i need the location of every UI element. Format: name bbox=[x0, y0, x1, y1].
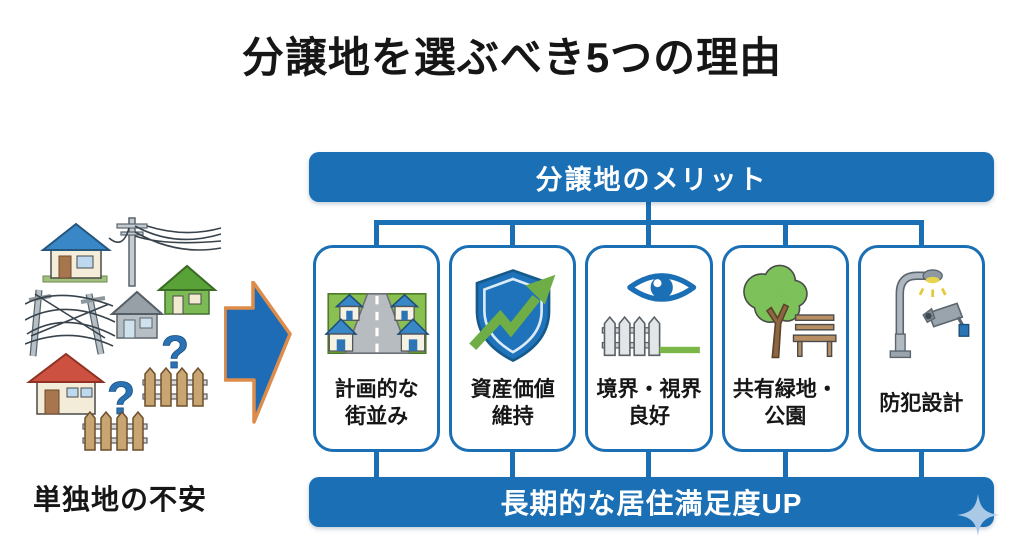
wood-fence-icon bbox=[142, 366, 208, 407]
merit-diagram: 分譲地のメリット bbox=[309, 152, 999, 536]
tree-and-bench-icon bbox=[743, 264, 837, 359]
security-camera-icon bbox=[922, 302, 970, 337]
merit-card-label: 境界・視界 良好 bbox=[596, 378, 702, 428]
connector-line bbox=[919, 220, 924, 247]
connector-line bbox=[374, 220, 379, 247]
merit-card-label: 計画的な 街並み bbox=[334, 378, 419, 428]
connector-line bbox=[510, 220, 515, 247]
eye-and-fence-icon bbox=[601, 273, 700, 357]
connector-line bbox=[510, 450, 515, 479]
merit-card-label: 資産価値 維持 bbox=[470, 378, 555, 428]
connector-line bbox=[919, 450, 924, 479]
connector-line bbox=[374, 220, 924, 225]
power-pole-icon bbox=[108, 217, 222, 287]
question-mark-icon: ? bbox=[107, 372, 135, 424]
left-caption: 単独地の不安 bbox=[32, 484, 207, 515]
standalone-land-illustration: ? ? bbox=[25, 217, 222, 451]
merit-card-planned-townscape: 計画的な 街並み bbox=[313, 245, 441, 452]
green-house-icon bbox=[156, 264, 218, 315]
connector-line bbox=[374, 450, 379, 479]
shield-growth-arrow-icon bbox=[469, 269, 556, 363]
blue-roof-house-icon bbox=[40, 222, 112, 283]
merit-card-asset-value: 資産価値 維持 bbox=[449, 245, 577, 452]
page-title: 分譲地を選ぶべき5つの理由 bbox=[241, 34, 783, 81]
gray-house-icon bbox=[109, 290, 165, 339]
tangled-power-lines-icon bbox=[25, 289, 116, 357]
planned-townscape-icon bbox=[323, 293, 430, 354]
red-roof-house-icon bbox=[26, 352, 106, 415]
merit-card-green-space: 共有緑地・ 公園 bbox=[721, 245, 849, 452]
bottom-banner: 長期的な居住満足度UP bbox=[309, 477, 999, 536]
merit-card-security-design: 防犯設計 bbox=[857, 245, 986, 452]
connector-line bbox=[646, 450, 651, 479]
merit-card-label: 共有緑地・ 公園 bbox=[732, 378, 838, 428]
streetlamp-security-camera-icon bbox=[889, 269, 970, 359]
connector-line bbox=[783, 450, 788, 479]
connector-line bbox=[783, 220, 788, 247]
merit-cards: 計画的な 街並み 資産価値 維持 bbox=[313, 245, 986, 452]
wood-fence-icon bbox=[82, 410, 148, 451]
bench-icon bbox=[792, 314, 837, 358]
top-banner: 分譲地のメリット bbox=[309, 152, 994, 202]
right-arrow-icon bbox=[224, 281, 292, 424]
merit-card-boundary-visibility: 境界・視界 良好 bbox=[585, 245, 713, 452]
merit-card-label: 防犯設計 bbox=[879, 391, 964, 415]
sparkle-icon bbox=[957, 494, 999, 536]
